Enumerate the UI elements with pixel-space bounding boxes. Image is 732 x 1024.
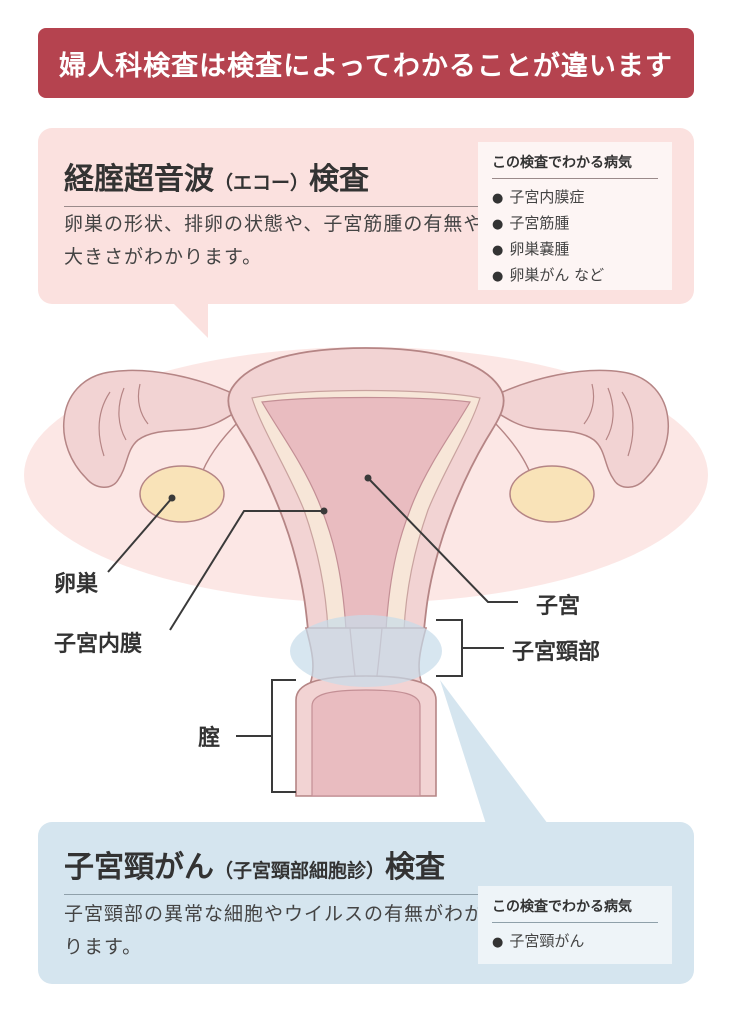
- right-fimbria-lines: [583, 383, 634, 457]
- cervical-card: 子宮頸がん（子宮頸部細胞診）検査 子宮頸部の異常な細胞やウイルスの有無がわかりま…: [38, 822, 694, 984]
- blue-bubble-tail: [440, 680, 548, 824]
- pink-bubble-tail: [170, 300, 208, 338]
- ultrasound-disease-list: 子宮内膜症 子宮筋腫 卵巣嚢腫 卵巣がん など: [492, 185, 658, 289]
- uterus-marker: [364, 474, 372, 482]
- vaginal-canal: [311, 689, 421, 797]
- list-item: 子宮筋腫: [492, 211, 658, 237]
- cervix-bracket: [436, 619, 504, 677]
- ultrasound-title-paren: （エコー）: [214, 172, 310, 194]
- cervical-title-main: 子宮頸がん: [64, 850, 214, 885]
- list-item: 卵巣嚢腫: [492, 237, 658, 263]
- cervical-box-title: この検査でわかる病気: [492, 896, 658, 923]
- cervical-title-end: 検査: [385, 850, 446, 885]
- header-banner: 婦人科検査は検査によってわかることが違います: [38, 28, 694, 98]
- list-item: 卵巣がん など: [492, 263, 658, 289]
- vagina-bracket: [236, 679, 296, 793]
- ovary-leader: [107, 497, 173, 573]
- leader-lines: [107, 477, 518, 793]
- ultrasound-description: 卵巣の形状、排卵の状態や、子宮筋腫の有無や大きさがわかります。: [64, 213, 484, 268]
- uterine-cavity: [261, 396, 471, 631]
- ultrasound-title-end: 検査: [309, 162, 370, 197]
- left-ovary: [139, 465, 225, 523]
- ultrasound-title-main: 経腟超音波: [64, 162, 214, 197]
- ultrasound-disease-box: この検査でわかる病気 子宮内膜症 子宮筋腫 卵巣嚢腫 卵巣がん など: [478, 142, 672, 290]
- left-fallopian-tube: [62, 369, 237, 488]
- left-fimbria-lines: [98, 383, 149, 457]
- endometrium-leader: [169, 510, 324, 631]
- label-endometrium: 子宮内膜: [54, 632, 143, 657]
- ultrasound-box-title: この検査でわかる病気: [492, 152, 658, 179]
- ovary-marker: [168, 494, 176, 502]
- label-cervix: 子宮頸部: [512, 640, 601, 665]
- cervical-title-paren: （子宮頸部細胞診）: [214, 860, 386, 882]
- label-vagina: 腟: [198, 726, 221, 751]
- banner-title: 婦人科検査は検査によってわかることが違います: [59, 50, 673, 82]
- list-item: 子宮内膜症: [492, 185, 658, 211]
- cervical-disease-box: この検査でわかる病気 子宮頸がん: [478, 886, 672, 964]
- endometrium-marker: [320, 507, 328, 515]
- right-fallopian-tube: [495, 369, 670, 488]
- cervical-title: 子宮頸がん（子宮頸部細胞診）検査: [64, 842, 482, 895]
- cervical-disease-list: 子宮頸がん: [492, 929, 658, 955]
- right-ovary: [509, 465, 595, 523]
- label-uterus: 子宮: [536, 594, 581, 619]
- label-ovary: 卵巣: [54, 572, 99, 597]
- ultrasound-card: 経腟超音波（エコー）検査 卵巣の形状、排卵の状態や、子宮筋腫の有無や大きさがわか…: [38, 128, 694, 304]
- uterus-leader: [367, 477, 518, 603]
- list-item: 子宮頸がん: [492, 929, 658, 955]
- cervical-description: 子宮頸部の異常な細胞やウイルスの有無がわかります。: [64, 903, 485, 958]
- cervical-exam-area: [290, 615, 442, 687]
- ultrasound-title: 経腟超音波（エコー）検査: [64, 154, 482, 207]
